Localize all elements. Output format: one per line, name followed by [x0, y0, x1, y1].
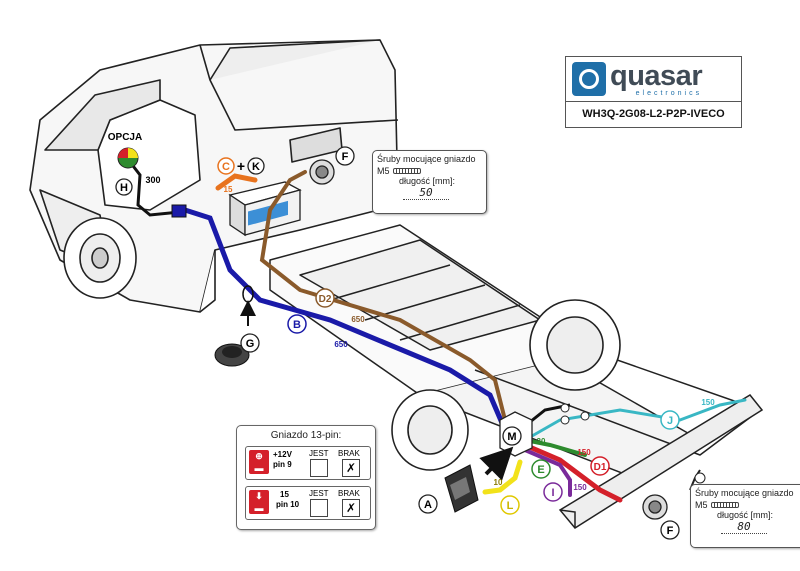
- legend-row-1-line2: pin 9: [273, 460, 292, 469]
- callout-top-title: Śruby mocujące gniazdo: [377, 154, 476, 164]
- legend-checkbox-no: ✗: [342, 459, 360, 477]
- callout-bottom-size: M5: [695, 500, 708, 510]
- screw-icon: [392, 168, 421, 174]
- quasar-logo-icon: [572, 62, 606, 96]
- plus-battery-icon: ⊕▬: [249, 450, 269, 474]
- len-l: 10: [494, 478, 503, 487]
- badge-i-text: I: [551, 487, 554, 499]
- len-e: 30: [537, 437, 546, 446]
- callout-top-len-label: długość [mm]:: [399, 176, 456, 186]
- legend-col-yes: JEST: [309, 449, 329, 458]
- rear-terminals: [560, 403, 590, 425]
- badge-d1: D1: [590, 456, 610, 476]
- badge-c: C: [217, 157, 235, 175]
- badge-h-text: H: [120, 182, 128, 194]
- badge-a-text: A: [424, 499, 432, 511]
- badge-l-text: L: [507, 500, 514, 512]
- badge-k: K: [247, 157, 265, 175]
- badge-m-text: M: [507, 431, 516, 443]
- label-opcja: OPCJA: [108, 132, 142, 143]
- module-a: [444, 464, 479, 513]
- badge-h: H: [115, 178, 133, 196]
- badge-d2-text: D2: [319, 294, 332, 305]
- len-h: 300: [145, 175, 160, 185]
- badge-f-lower: F: [660, 520, 680, 540]
- legend-row-2-line1: 15: [280, 490, 289, 499]
- len-b: 650: [334, 340, 348, 349]
- callout-bottom-title: Śruby mocujące gniazdo: [695, 488, 794, 498]
- legend-checkbox-yes: [310, 459, 328, 477]
- legend-col-no: BRAK: [338, 489, 360, 498]
- rear-wheels: [391, 299, 621, 471]
- quasar-logo: quasar electronics WH3Q-2G08-L2-P2P-IVEC…: [565, 56, 742, 128]
- wire-yellow: [482, 459, 523, 495]
- len-c: 15: [224, 185, 233, 194]
- badge-m: M: [502, 426, 522, 446]
- badge-c-text: C: [222, 161, 230, 173]
- grommet-g: [214, 343, 250, 367]
- badge-b-text: B: [293, 319, 301, 331]
- badge-j: J: [660, 410, 680, 430]
- arrow-m-icon: [479, 446, 514, 481]
- legend-row-1-line1: +12V: [273, 450, 292, 459]
- screw-icon: [710, 502, 739, 508]
- wire-blue: [182, 207, 508, 433]
- label-plus: +: [237, 158, 245, 174]
- option-module: [117, 147, 139, 169]
- badge-e-text: E: [537, 464, 544, 476]
- wire-black-h: [128, 161, 181, 217]
- tow-ball: [694, 472, 706, 484]
- legend-checkbox-yes: [310, 499, 328, 517]
- len-i: 150: [573, 483, 587, 492]
- wire-green: [523, 438, 587, 457]
- front-wheel: [63, 217, 137, 299]
- badge-b: B: [287, 314, 307, 334]
- badge-a: A: [418, 494, 438, 514]
- badge-l: L: [500, 495, 520, 515]
- wire-cyan: [523, 398, 747, 442]
- legend-col-no: BRAK: [338, 449, 360, 458]
- socket-f-lower: [642, 494, 668, 520]
- arrow-battery-icon: ⬇▬: [249, 490, 269, 514]
- badge-f-upper: F: [335, 146, 355, 166]
- legend-checkbox-no: ✗: [342, 499, 360, 517]
- callout-top-len-value: 50: [403, 186, 449, 200]
- badge-e: E: [531, 459, 551, 479]
- badge-f-upper-text: F: [342, 151, 349, 163]
- badge-d1-text: D1: [594, 462, 607, 473]
- len-d1: 150: [577, 448, 591, 457]
- badge-d2: D2: [315, 288, 335, 308]
- product-code: WH3Q-2G08-L2-P2P-IVECO: [566, 101, 741, 127]
- badge-g-text: G: [246, 338, 255, 350]
- badge-i: I: [543, 482, 563, 502]
- callout-bottom-len-value: 80: [721, 520, 767, 534]
- connector-b: [171, 204, 187, 218]
- badge-f-lower-text: F: [667, 525, 674, 537]
- badge-j-text: J: [667, 415, 673, 427]
- len-d2: 650: [351, 315, 365, 324]
- legend-title: Gniazdo 13-pin:: [270, 430, 342, 441]
- legend-col-yes: JEST: [309, 489, 329, 498]
- badge-k-text: K: [252, 161, 260, 173]
- wire-red: [522, 442, 623, 503]
- screw-callout-top: Śruby mocujące gniazdo M5 długość [mm]: …: [372, 150, 487, 214]
- callout-bottom-len-label: długość [mm]:: [717, 510, 774, 520]
- callout-top-size: M5: [377, 166, 390, 176]
- badge-g: G: [240, 333, 260, 353]
- logo-name: quasar: [610, 59, 703, 92]
- socket-f-upper: [309, 159, 335, 185]
- screw-callout-bottom: Śruby mocujące gniazdo M5 długość [mm]: …: [690, 484, 800, 548]
- len-j: 150: [701, 398, 715, 407]
- wire-orange: [215, 173, 258, 191]
- logo-sub: electronics: [635, 89, 703, 97]
- wire-brown: [259, 170, 507, 422]
- legend-row-2-line2: pin 10: [276, 500, 300, 509]
- wire-purple: [523, 448, 572, 497]
